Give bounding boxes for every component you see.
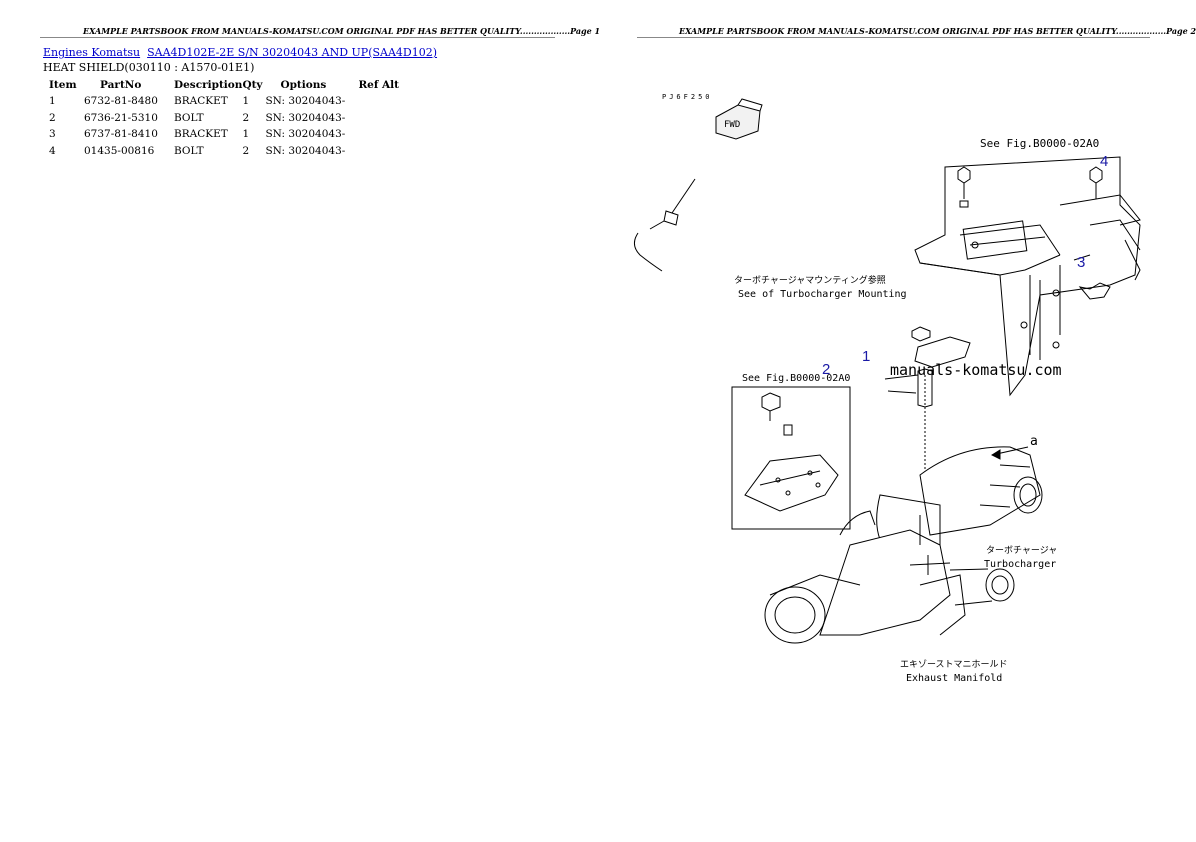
cell-refalt <box>358 126 408 143</box>
breadcrumb-link-engines[interactable]: Engines Komatsu <box>43 46 141 59</box>
turbocharger-drawing <box>764 446 1043 644</box>
cell-qty: 1 <box>242 128 250 141</box>
cell-qty: 2 <box>242 144 250 157</box>
bracket-3-assembly <box>914 156 1141 397</box>
cell-refalt <box>358 93 408 110</box>
cell-refalt <box>358 110 408 127</box>
page2-header-rule <box>637 37 1150 38</box>
turbo-jp-label: ターボチャージャ <box>986 545 1057 556</box>
cell-refalt <box>358 143 408 160</box>
cell-qty: 1 <box>242 95 250 108</box>
col-header-qty: Qty <box>242 78 263 91</box>
page2-header: EXAMPLE PARTSBOOK FROM MANUALS-KOMATSU.C… <box>679 26 1196 36</box>
bracket-1-assembly <box>884 326 971 495</box>
cell-description: BOLT <box>174 144 204 157</box>
ref-top-label: See Fig.B0000-02A0 <box>980 137 1099 150</box>
cell-item: 2 <box>49 111 56 124</box>
table-row: 1 6732-81-8480 BRACKET 1 SN: 30204043- <box>43 93 408 110</box>
mounting-jp-label: ターボチャージャマウンティング参照 <box>734 274 886 286</box>
callout-2: 2 <box>822 361 830 378</box>
watermark: manuals-komatsu.com <box>890 361 1062 379</box>
letter-a-label: a <box>1030 434 1038 449</box>
cell-description: BOLT <box>174 111 204 124</box>
mounting-en-label: See of Turbocharger Mounting <box>738 289 907 300</box>
drawing-code: PJ6F250 <box>662 93 713 101</box>
section-title: HEAT SHIELD(030110 : A1570-01E1) <box>43 61 255 74</box>
left-bolt-icon <box>634 178 696 272</box>
breadcrumb: Engines Komatsu SAA4D102E-2E S/N 3020404… <box>43 46 437 59</box>
fwd-arrow-icon: FWD <box>715 98 763 140</box>
col-header-options: Options <box>280 78 327 91</box>
cell-options: SN: 30204043- <box>265 111 346 124</box>
cell-partno: 6732-81-8480 <box>84 95 158 108</box>
cell-item: 3 <box>49 128 56 141</box>
cell-description: BRACKET <box>174 128 228 141</box>
inset-detail: See Fig.B0000-02A0 <box>731 373 851 530</box>
turbo-en-label: Turbocharger <box>984 559 1056 570</box>
callout-4: 4 <box>1100 153 1108 170</box>
col-header-refalt: Ref Alt <box>358 78 400 91</box>
cell-item: 1 <box>49 95 56 108</box>
cell-partno: 01435-00816 <box>84 144 155 157</box>
callout-3: 3 <box>1077 254 1085 271</box>
breadcrumb-link-model[interactable]: SAA4D102E-2E S/N 30204043 AND UP(SAA4D10… <box>147 46 438 59</box>
table-row: 4 01435-00816 BOLT 2 SN: 30204043- <box>43 143 408 160</box>
fwd-label: FWD <box>724 120 740 130</box>
parts-table: Item PartNo Description Qty Options Ref … <box>43 76 408 159</box>
callout-1: 1 <box>862 348 870 365</box>
page1-header: EXAMPLE PARTSBOOK FROM MANUALS-KOMATSU.C… <box>83 26 601 36</box>
exhaust-jp-label: エキゾーストマニホールド <box>900 659 1008 670</box>
cell-qty: 2 <box>242 111 250 124</box>
ref-inset-label: See Fig.B0000-02A0 <box>742 373 850 384</box>
col-header-description: Description <box>174 78 243 91</box>
col-header-partno: PartNo <box>100 78 142 91</box>
cell-partno: 6736-21-5310 <box>84 111 158 124</box>
cell-item: 4 <box>49 144 56 157</box>
cell-options: SN: 30204043- <box>265 144 346 157</box>
arrow-a-icon <box>990 254 1091 460</box>
table-row: 2 6736-21-5310 BOLT 2 SN: 30204043- <box>43 110 408 127</box>
cell-options: SN: 30204043- <box>265 95 346 108</box>
cell-options: SN: 30204043- <box>265 128 346 141</box>
col-header-item: Item <box>49 78 77 91</box>
cell-partno: 6737-81-8410 <box>84 128 158 141</box>
table-row: 3 6737-81-8410 BRACKET 1 SN: 30204043- <box>43 126 408 143</box>
cell-description: BRACKET <box>174 95 228 108</box>
exhaust-en-label: Exhaust Manifold <box>906 673 1002 684</box>
page1-header-rule <box>40 37 555 38</box>
table-header-row: Item PartNo Description Qty Options Ref … <box>43 76 408 93</box>
exploded-parts-diagram: PJ6F250 FWD See Fig.B0000-02A0 <box>620 75 1180 695</box>
